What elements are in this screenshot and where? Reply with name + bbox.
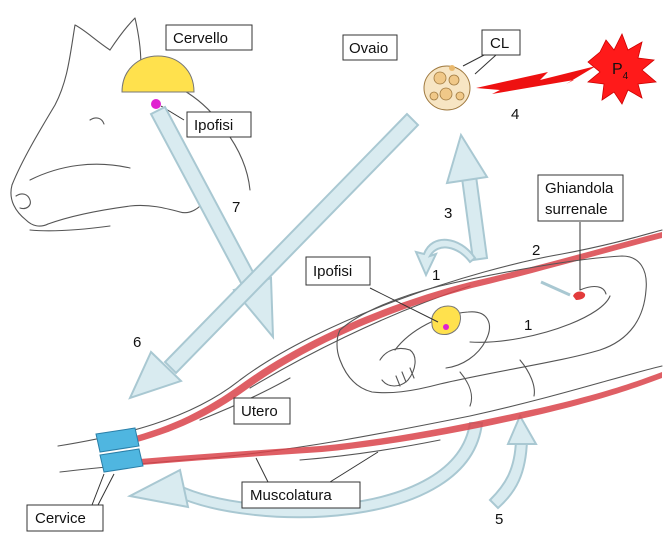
adrenal-label-line2: surrenale [545, 201, 608, 218]
cervix-shape [96, 428, 143, 472]
adrenal-label-line1: Ghiandola [545, 180, 614, 197]
arrow-7-pituitary-to-fetus [151, 107, 273, 337]
step-7: 7 [232, 199, 240, 216]
step-1a: 1 [432, 267, 440, 284]
uterus-wall-lower [140, 372, 662, 465]
cervix-pointer-1 [92, 474, 104, 505]
adrenal-gland-shape [573, 292, 585, 300]
step-4: 4 [511, 106, 519, 123]
arrow-5-loop-upward [490, 416, 536, 508]
fetal-pituitary-dot [443, 324, 449, 330]
muscle-label: Muscolatura [250, 487, 332, 504]
pituitary-label: Ipofisi [194, 117, 233, 134]
uterus-label: Utero [241, 403, 278, 420]
step-6: 6 [133, 334, 141, 351]
step-3: 3 [444, 205, 452, 222]
step-5: 5 [495, 511, 503, 528]
cl-label: CL [490, 35, 509, 52]
ovary-shape [424, 65, 470, 110]
muscle-pointer-left [256, 458, 268, 482]
step-1b: 1 [524, 317, 532, 334]
ovary-label: Ovaio [349, 40, 388, 57]
lightning-bolt [476, 66, 596, 94]
brain-label: Cervello [173, 30, 228, 47]
fetal-pituitary-label: Ipofisi [313, 263, 352, 280]
fetal-pituitary-shape [432, 306, 461, 335]
adrenal-arrow-2 [541, 282, 570, 295]
brain-shape [122, 56, 194, 92]
cervix-label: Cervice [35, 510, 86, 527]
arrow-1-loop [416, 240, 475, 275]
cl-pointer-line [463, 54, 486, 66]
pituitary-dot [151, 99, 161, 109]
step-2: 2 [532, 242, 540, 259]
cervix-pointer-2 [98, 474, 114, 505]
